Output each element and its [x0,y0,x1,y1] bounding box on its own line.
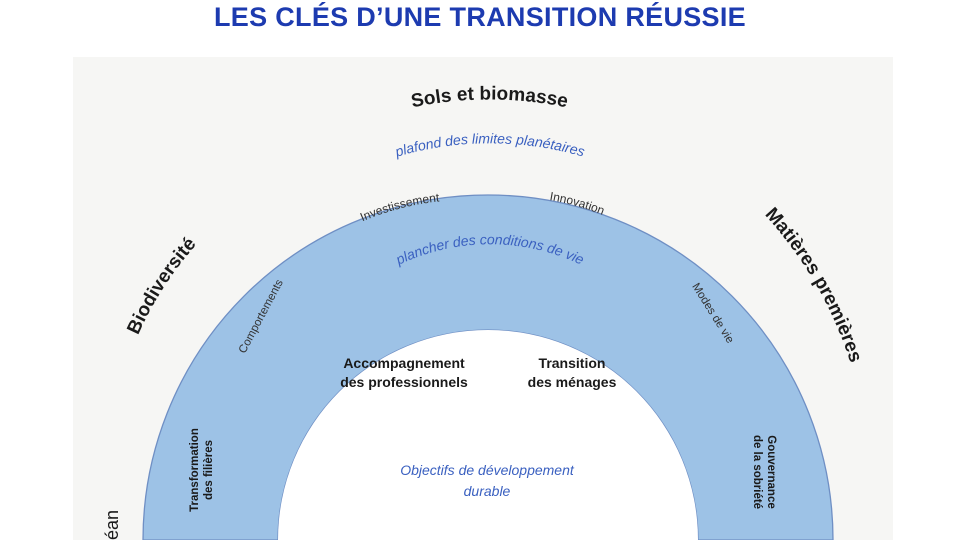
objectifs-line1: Objectifs de développement [400,462,575,478]
gouvernance-line2: de la sobriété [751,435,763,509]
transition-line1: Transition [539,355,606,371]
page-title: LES CLÉS D’UNE TRANSITION RÉUSSIE [214,2,746,32]
svg-text:Sols et biomasse: Sols et biomasse [409,83,569,112]
svg-text:Biodiversité: Biodiversité [123,234,200,338]
svg-text:Matières premières: Matières premières [761,204,866,365]
label-biodiversite: Biodiversité [123,234,200,338]
label-transformation-filieres: Transformation des filières [189,428,215,512]
inner-disc [278,330,698,540]
transformation-line1: Transformation [189,428,201,512]
svg-text:plafond des limites planétaire: plafond des limites planétaires [392,130,586,160]
label-plafond: plafond des limites planétaires [392,130,586,160]
transition-line2: des ménages [528,374,617,390]
label-sols-biomasse: Sols et biomasse [409,83,569,112]
label-gouvernance-sobriete: Gouvernance de la sobriété [751,435,777,509]
objectifs-line2: durable [464,483,511,499]
label-matieres-premieres: Matières premières [761,204,866,365]
accompagnement-line2: des professionnels [340,374,468,390]
label-ocean-partial: éan [102,510,122,540]
transformation-line2: des filières [203,440,215,500]
gouvernance-line1: Gouvernance [765,435,777,509]
accompagnement-line1: Accompagnement [343,355,465,371]
